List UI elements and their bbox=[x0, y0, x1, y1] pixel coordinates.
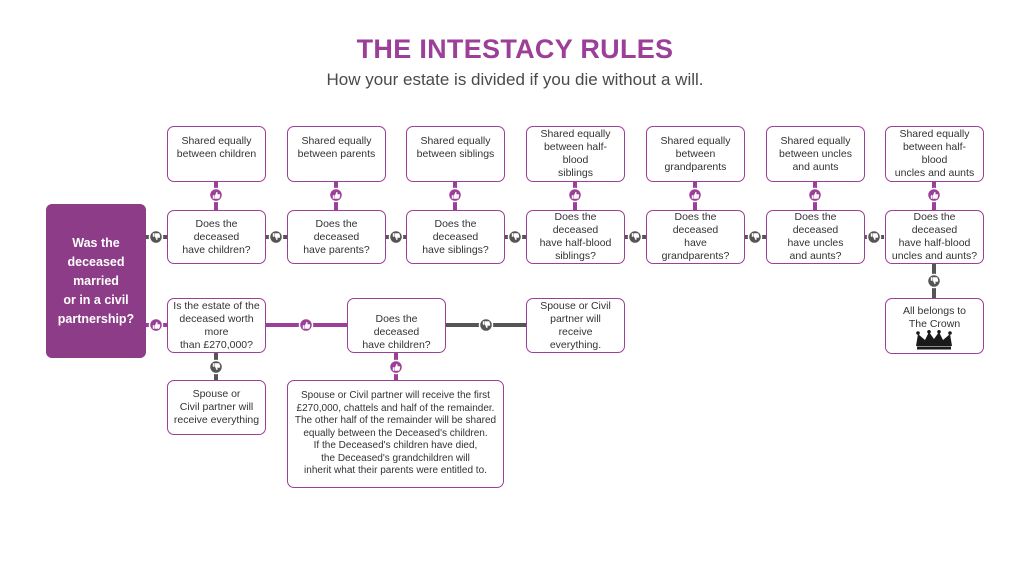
question-half-blood-siblings: Does the deceased have half-blood siblin… bbox=[526, 210, 625, 264]
outcome-uncles-aunts: Shared equally between uncles and aunts bbox=[766, 126, 865, 182]
page-title: THE INTESTACY RULES bbox=[356, 34, 674, 64]
question-children: Does the deceased have children? bbox=[167, 210, 266, 264]
question-half-blood-uncles-aunts: Does the deceased have half-blood uncles… bbox=[885, 210, 984, 264]
crown-icon bbox=[916, 330, 952, 350]
outcome-grandparents: Shared equally between grandparents bbox=[646, 126, 745, 182]
outcome-siblings: Shared equally between siblings bbox=[406, 126, 505, 182]
start-question: Was the deceased married or in a civil p… bbox=[46, 204, 146, 358]
outcome-spouse-everything-small-estate: Spouse or Civil partner will receive eve… bbox=[167, 380, 266, 435]
outcome-half-blood-siblings: Shared equally between half-blood siblin… bbox=[526, 126, 625, 182]
question-uncles-aunts: Does the deceased have uncles and aunts? bbox=[766, 210, 865, 264]
page-subtitle: How your estate is divided if you die wi… bbox=[326, 70, 704, 89]
outcome-half-blood-uncles-aunts: Shared equally between half-blood uncles… bbox=[885, 126, 984, 182]
outcome-spouse-and-children-split: Spouse or Civil partner will receive the… bbox=[287, 380, 504, 488]
outcome-spouse-everything: Spouse or Civil partner will receive eve… bbox=[526, 298, 625, 353]
outcome-parents: Shared equally between parents bbox=[287, 126, 386, 182]
question-siblings: Does the deceased have siblings? bbox=[406, 210, 505, 264]
outcome-children: Shared equally between children bbox=[167, 126, 266, 182]
question-parents: Does the deceased have parents? bbox=[287, 210, 386, 264]
question-children-spouse: Does the deceased have children? bbox=[347, 298, 446, 353]
question-estate-value: Is the estate of the deceased worth more… bbox=[167, 298, 266, 353]
question-grandparents: Does the deceased have grandparents? bbox=[646, 210, 745, 264]
